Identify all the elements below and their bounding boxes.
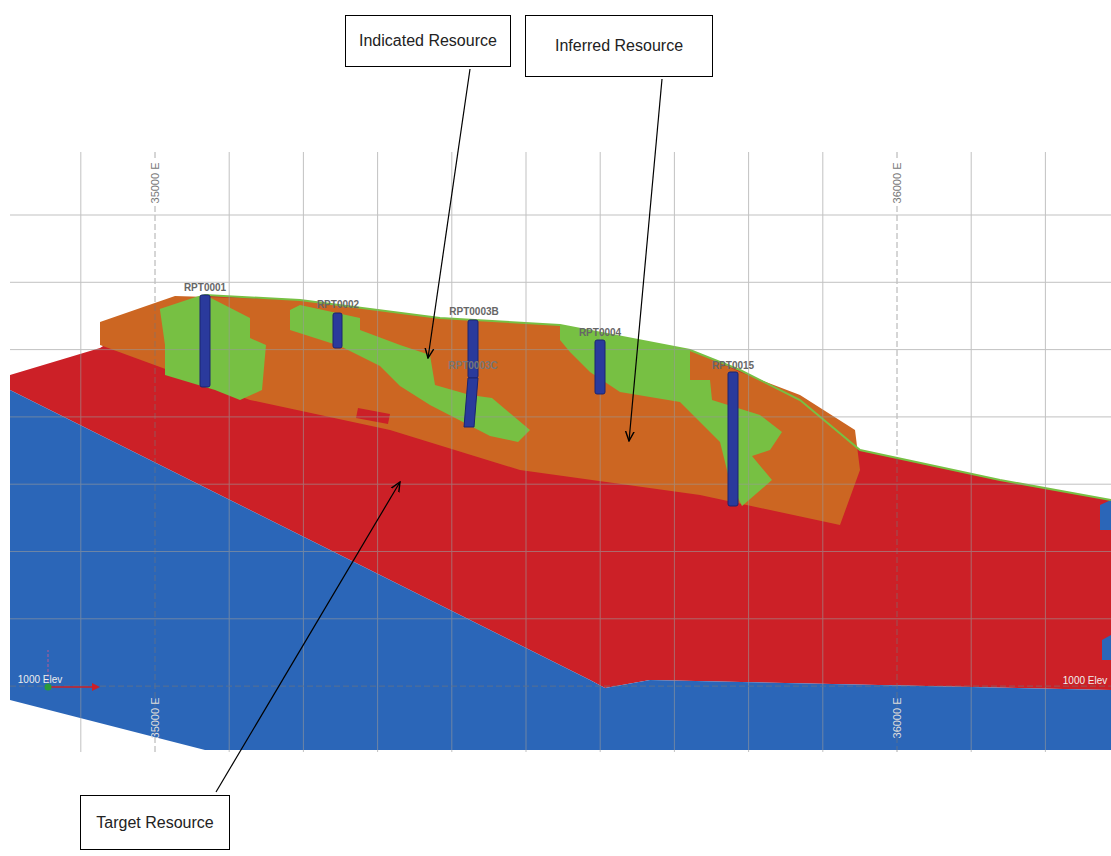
grid-label: 36000 E bbox=[891, 696, 904, 741]
indicated-zone bbox=[160, 295, 266, 400]
drill-hole-label: RPT0015 bbox=[710, 360, 756, 372]
drill-hole-label: RPT0003C bbox=[446, 360, 499, 372]
drill-hole-label: RPT0003B bbox=[447, 306, 500, 318]
drill-hole-label: RPT0001 bbox=[182, 282, 228, 294]
base-zone-edge bbox=[1100, 500, 1111, 530]
target-notch bbox=[356, 408, 390, 424]
drill-holes bbox=[200, 295, 738, 506]
elevation-label: 1000 Elev bbox=[1061, 675, 1109, 687]
base-zone-edge bbox=[1102, 635, 1111, 660]
drill-hole-label: RPT0002 bbox=[315, 299, 361, 311]
callout-text: Inferred Resource bbox=[545, 37, 693, 55]
callout-box: Inferred Resource bbox=[525, 15, 713, 77]
callout-box: Target Resource bbox=[80, 795, 230, 850]
indicated-zone bbox=[290, 305, 530, 442]
inferred-zone bbox=[100, 296, 860, 525]
callout-text: Indicated Resource bbox=[349, 32, 507, 50]
grid-label: 35000 E bbox=[149, 161, 162, 206]
surface-line bbox=[160, 295, 1111, 500]
leader-lines bbox=[216, 69, 662, 792]
elevation-label: 1000 Elev bbox=[16, 674, 64, 686]
grid-label: 35000 E bbox=[149, 696, 162, 741]
drill-hole-label: RPT0004 bbox=[577, 327, 623, 339]
grid-label: 36000 E bbox=[891, 161, 904, 206]
grid bbox=[10, 152, 1111, 752]
callout-text: Target Resource bbox=[86, 814, 223, 832]
callout-box: Indicated Resource bbox=[345, 15, 511, 67]
